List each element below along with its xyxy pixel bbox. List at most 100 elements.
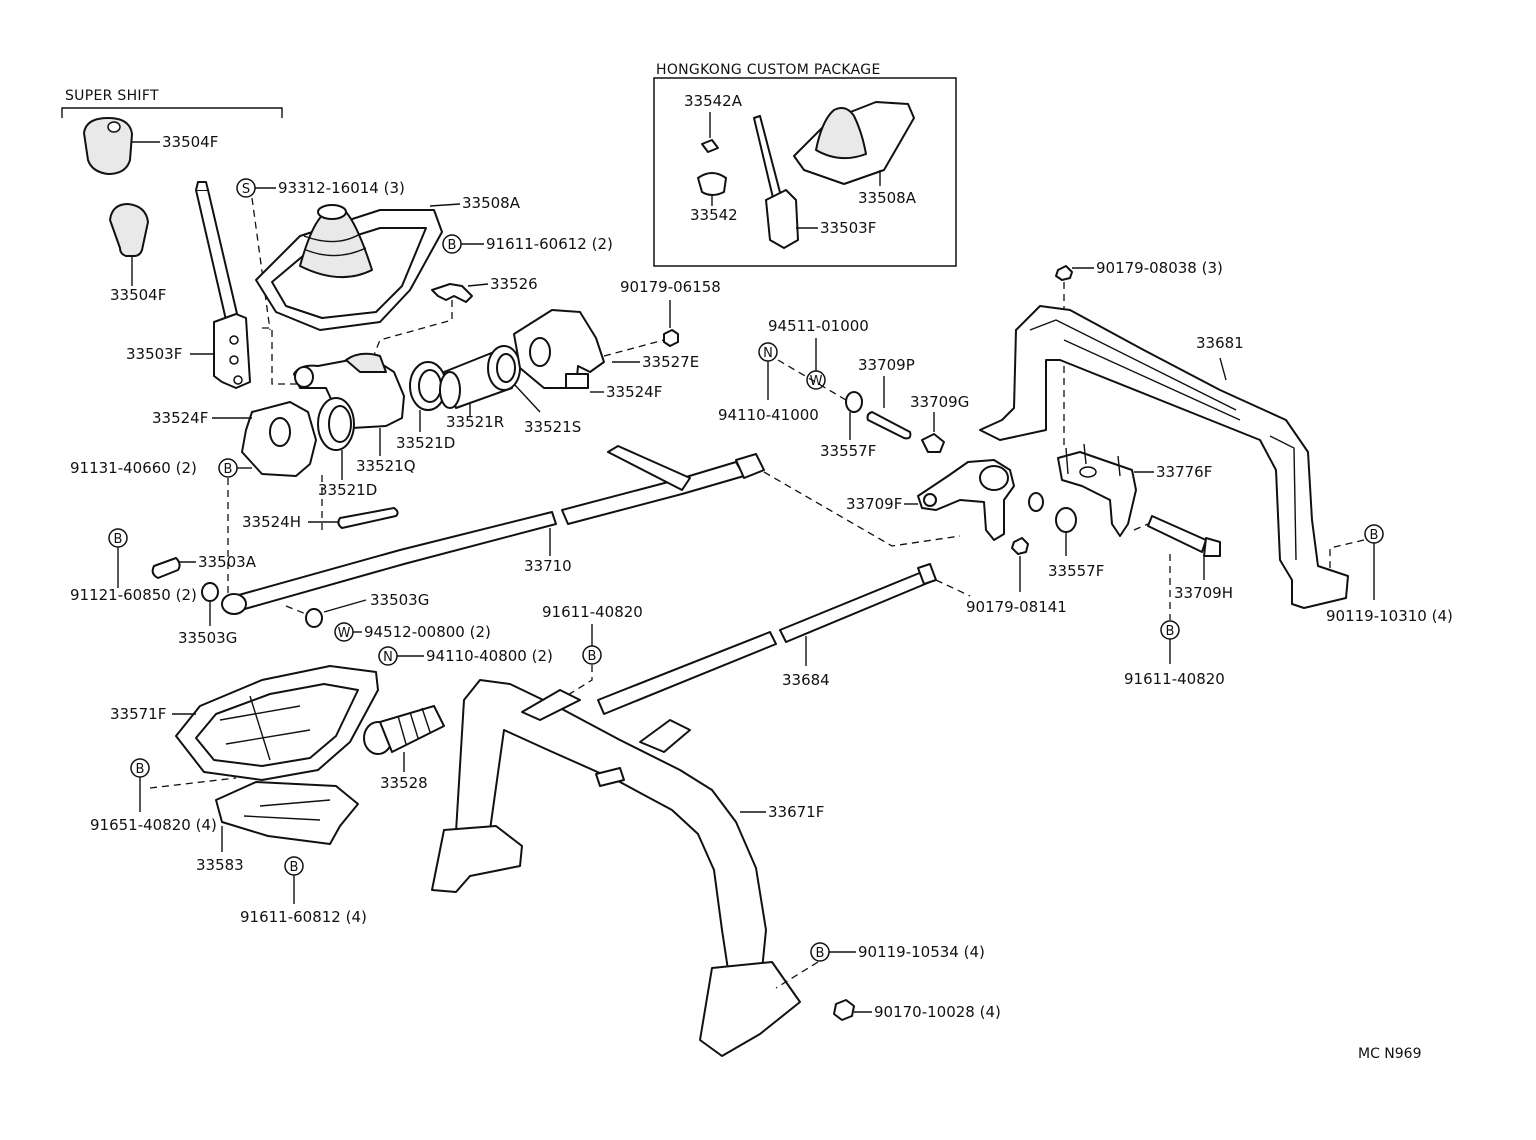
bracket-33776F-studs xyxy=(1065,443,1121,477)
label-91611-40820-b: 91611-40820 xyxy=(1124,670,1225,688)
clip-33526: 33526 xyxy=(371,275,538,361)
label-90179-08141: 90179-08141 xyxy=(966,598,1067,616)
bushing-33557F-b: 33557F xyxy=(1048,507,1104,580)
boot-33528-ribs xyxy=(397,707,431,745)
leader-33681 xyxy=(1219,357,1227,381)
label-90170: 90170-10028 (4) xyxy=(874,1003,1001,1021)
label-94110-40800: 94110-40800 (2) xyxy=(426,647,553,665)
lever-bolt-2 xyxy=(229,355,239,365)
label-33528: 33528 xyxy=(380,774,428,792)
b-symbol-text: B xyxy=(114,532,123,547)
bushing-33557F-b-shape xyxy=(1055,507,1077,533)
frame-33671F-foot-left xyxy=(431,825,523,893)
nut-90170-shape xyxy=(833,999,855,1021)
bolt-91611-40820-left: 91611-40820 B xyxy=(542,603,643,701)
dash-33709H xyxy=(1133,523,1149,531)
leader-33503G-a xyxy=(323,599,367,613)
label-33524F-l: 33524F xyxy=(152,409,208,427)
bushing-33503G-right: 33503G xyxy=(285,591,429,628)
bracket-33524F-right: 33524F xyxy=(513,309,662,401)
nut-94110-40800: N 94110-40800 (2) xyxy=(378,646,553,666)
b-symbol-text: B xyxy=(1370,528,1379,543)
label-91121: 91121-60850 (2) xyxy=(70,586,197,604)
bushing-right xyxy=(305,608,323,628)
label-90119-10534: 90119-10534 (4) xyxy=(858,943,985,961)
label-hk-33542: 33542 xyxy=(690,206,738,224)
dash-lever-to-housing xyxy=(262,327,300,385)
boot-33528: 33528 xyxy=(363,705,445,792)
label-33503A: 33503A xyxy=(198,553,257,571)
hongkong-frame xyxy=(653,77,957,267)
bracket-33776F: 33776F xyxy=(1057,443,1212,537)
label-93312: 93312-16014 (3) xyxy=(278,179,405,197)
frame-33681-body xyxy=(979,305,1349,609)
label-33527E: 33527E xyxy=(642,353,699,371)
label-33521Q: 33521Q xyxy=(356,457,416,475)
leader-33508A xyxy=(429,203,461,207)
b-symbol-icon xyxy=(582,645,602,665)
bushing-33503G-left: 33503G xyxy=(178,582,237,647)
lever-33709F-eye xyxy=(923,493,937,507)
leader-33521S xyxy=(513,383,541,413)
b-symbol-text: B xyxy=(1166,624,1175,639)
bracket-33524F-left: 33524F xyxy=(152,401,317,477)
label-hk-33542A: 33542A xyxy=(684,92,743,110)
rod-33684-rear xyxy=(779,571,931,643)
rod-33684: 33684 xyxy=(597,563,971,715)
label-90179-06158: 90179-06158 xyxy=(620,278,721,296)
washer-94511: 94511-01000 W xyxy=(768,317,869,390)
nut-08141 xyxy=(1011,537,1029,555)
label-33710: 33710 xyxy=(524,557,572,575)
bolt-91611-40820-right: B 91611-40820 xyxy=(1124,554,1225,688)
dash-91611-40820-a xyxy=(559,665,593,701)
label-33524F-r: 33524F xyxy=(606,383,662,401)
label-33504F-a: 33504F xyxy=(162,133,218,151)
frame-33681-edges xyxy=(1029,319,1297,561)
s-symbol-text: S xyxy=(242,182,250,197)
housing-top xyxy=(345,352,387,373)
plate-33571F: 33571F xyxy=(110,665,379,781)
w-symbol-text: W xyxy=(810,374,823,389)
bolt-33709H-head xyxy=(1203,537,1221,557)
bracket-right-foot xyxy=(565,373,589,389)
plate-33583-ribs xyxy=(243,799,331,821)
bolt-90119-10534: B 90119-10534 (4) xyxy=(775,942,985,989)
lever-bolt-1 xyxy=(229,335,239,345)
hongkong-header: HONGKONG CUSTOM PACKAGE xyxy=(656,62,881,78)
clip-33526-shape xyxy=(431,283,473,303)
label-94110-41000: 94110-41000 xyxy=(718,406,819,424)
label-33508A: 33508A xyxy=(462,194,521,212)
label-33583: 33583 xyxy=(196,856,244,874)
ring-right-inner xyxy=(418,369,442,403)
nut-08038 xyxy=(1055,265,1073,281)
pin-33709P-shape xyxy=(866,411,912,440)
dash-93312 xyxy=(251,197,271,331)
bushing-33557F-a: 33557F xyxy=(820,391,876,460)
label-33709P: 33709P xyxy=(858,356,915,374)
frame-bracket-2 xyxy=(639,719,691,753)
screw-93312: S 93312-16014 (3) xyxy=(236,178,405,331)
b-symbol-text: B xyxy=(136,762,145,777)
pin-33503A-shape xyxy=(151,557,181,579)
b-symbol-text: B xyxy=(290,860,299,875)
bolt-91651: B 91651-40820 (4) xyxy=(90,758,237,834)
nut-90179-08141: 90179-08141 xyxy=(966,537,1067,616)
n-symbol-text: N xyxy=(763,346,773,361)
nut-94110-41000: N 94110-41000 xyxy=(718,342,847,424)
ring-left-inner xyxy=(328,405,352,443)
lever-33709F-hub xyxy=(979,465,1009,491)
pin-33524H: 33524H xyxy=(242,470,399,531)
rod-arm xyxy=(607,445,691,491)
label-33521R: 33521R xyxy=(446,413,504,431)
label-33503G-a: 33503G xyxy=(370,591,429,609)
shift-knob-part: 33504F xyxy=(109,203,166,304)
bolt-91131: 91131-40660 (2) B xyxy=(70,458,252,596)
shift-lever-tip xyxy=(195,181,209,191)
label-33526: 33526 xyxy=(490,275,538,293)
label-33557F-b: 33557F xyxy=(1048,562,1104,580)
sleeve-end xyxy=(439,371,461,409)
w-symbol-text: W xyxy=(338,626,351,641)
hk-lever-base xyxy=(765,189,799,249)
rod-joint xyxy=(735,453,765,479)
dash-10534 xyxy=(775,961,819,989)
